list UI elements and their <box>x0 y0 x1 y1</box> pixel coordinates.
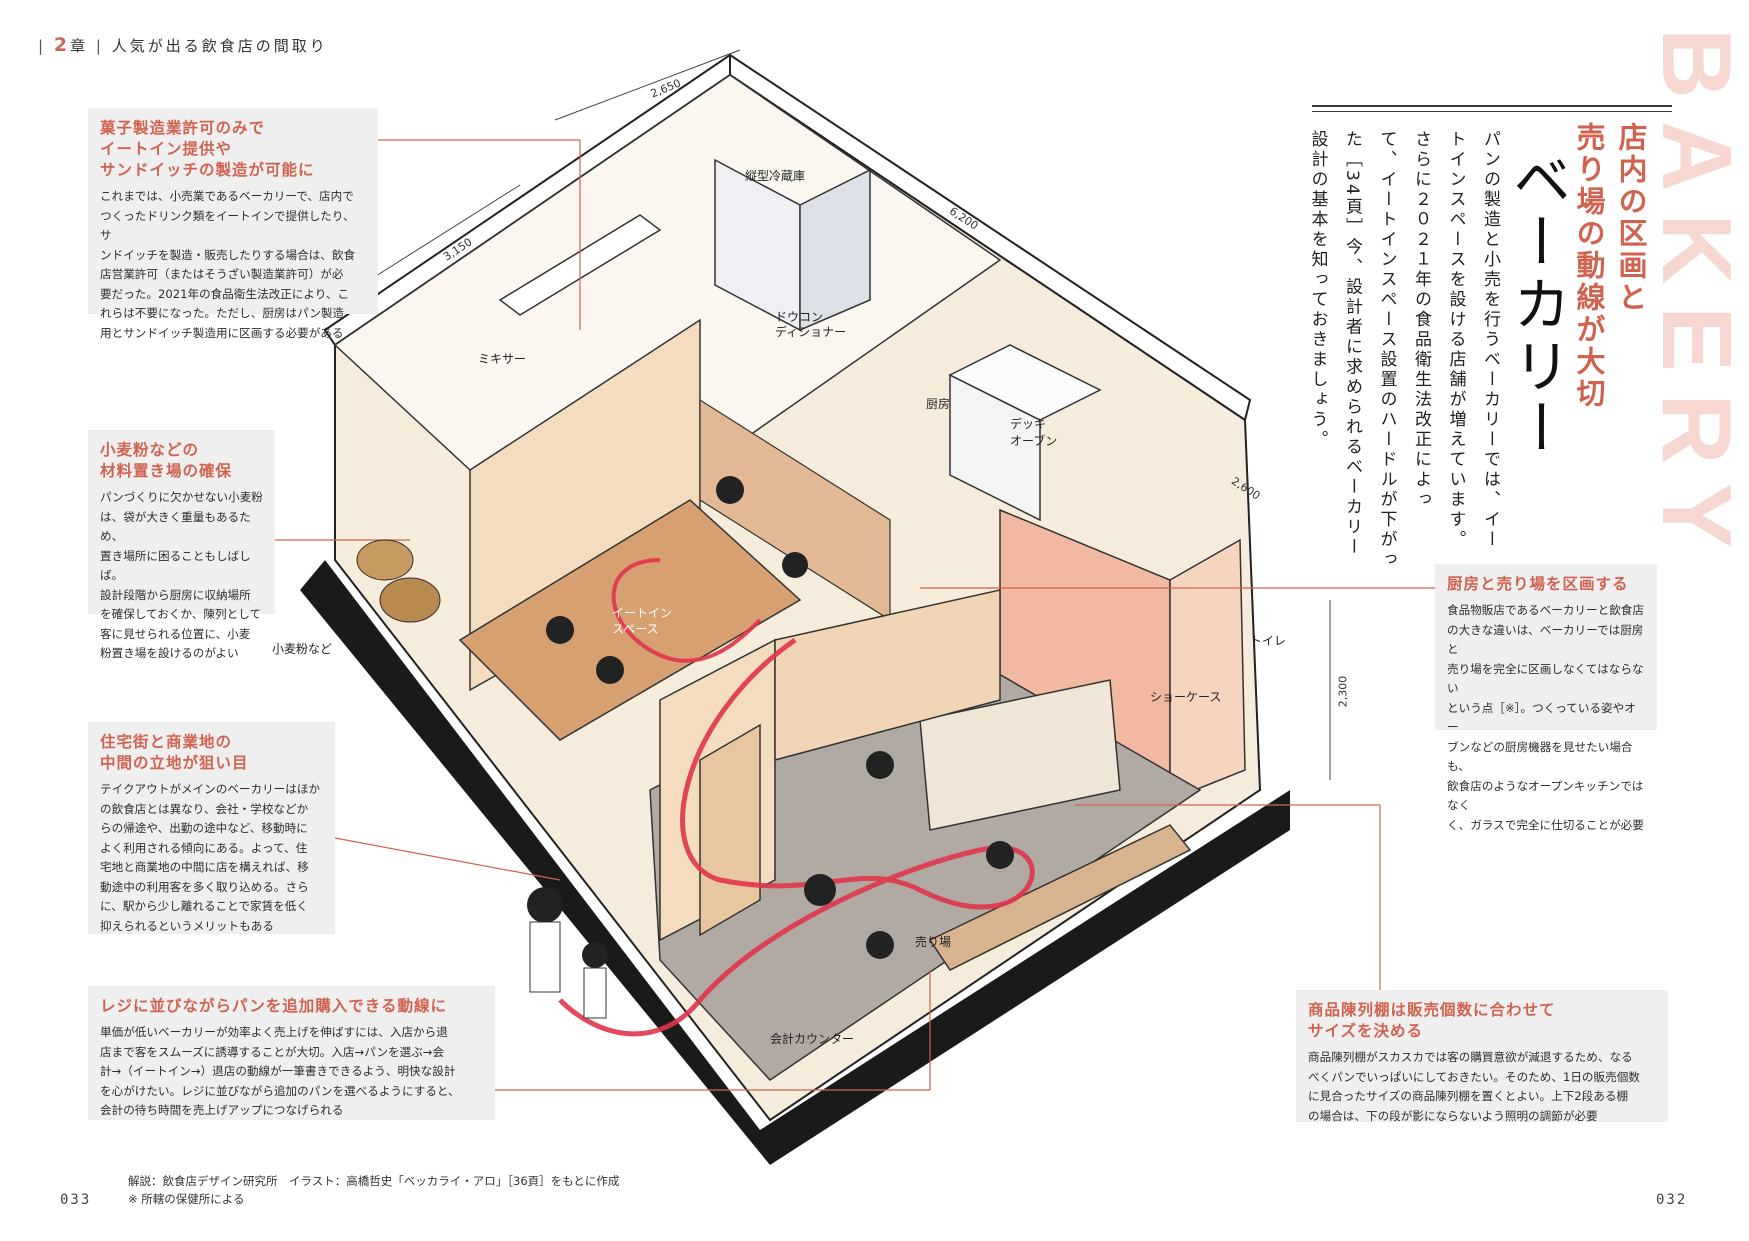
person-figure <box>529 921 561 993</box>
person-figure <box>582 942 608 968</box>
leader-line-c3 <box>334 837 561 881</box>
callout-display-shelf: 商品陳列棚は販売個数に合わせて サイズを決める 商品陳列棚がスカスカでは客の購買… <box>1296 990 1668 1123</box>
label-dough-conditioner: ドウコン ディショナー <box>775 310 847 339</box>
callout-confectionery-permit: 菓子製造業許可のみで イートイン提供や サンドイッチの製造が可能に これまでは、… <box>88 108 378 340</box>
display-shelf <box>928 824 1192 971</box>
running-header: | 2章 | 人気が出る飲食店の間取り <box>38 34 328 56</box>
flour-bag <box>356 539 414 581</box>
label-sales-floor: 売り場 <box>915 935 952 949</box>
callout-title: 菓子製造業許可のみで イートイン提供や サンドイッチの製造が可能に <box>100 119 315 179</box>
front-wall-right <box>774 589 1001 761</box>
dimension-line <box>554 49 741 121</box>
callout-kitchen-partition: 厨房と売り場を区画する 食品物販店であるベーカリーと飲食店 の大きな違いは、ベー… <box>1435 564 1657 832</box>
label-register: 会計カウンター <box>770 1032 855 1046</box>
oven-top <box>948 344 1102 421</box>
lead-text: パンの製造と小売を行うベーカリーでは、イー トインスペースを設ける店舗が増えてい… <box>1307 130 1501 570</box>
page-number-left: 033 <box>60 1192 92 1208</box>
bakery-watermark: BAKERY <box>1642 28 1749 571</box>
label-mixer: ミキサー <box>478 352 527 366</box>
flour-bag <box>379 577 441 623</box>
person-figure <box>782 552 808 578</box>
callout-title: 商品陳列棚は販売個数に合わせて サイズを決める <box>1308 1001 1556 1040</box>
callout-title: レジに並びながらパンを追加購入できる動線に <box>100 997 447 1015</box>
person-figure <box>866 931 894 959</box>
callout-title: 小麦粉などの 材料置き場の確保 <box>100 441 233 480</box>
door <box>699 723 761 937</box>
person-figure <box>866 751 894 779</box>
chapter-suffix: 章 <box>70 37 89 55</box>
showcase <box>919 679 1121 831</box>
running-title: 人気が出る飲食店の間取り <box>111 37 328 55</box>
person-figure <box>596 656 624 684</box>
title-rule-top-thin <box>1312 111 1672 112</box>
callout-body: 商品陳列棚がスカスカでは客の購買意欲が減退するため、なる べくパンでいっぱいにし… <box>1308 1050 1640 1123</box>
header-divider: | <box>95 37 104 55</box>
callout-title: 住宅街と商業地の 中間の立地が狙い目 <box>100 733 249 772</box>
eatin-flow-path <box>611 558 762 663</box>
label-fridge: 縦型冷蔵庫 <box>745 169 806 183</box>
footer-credits: 解説：飲食店デザイン研究所 イラスト：高橋哲史「ベッカライ・アロ」［36頁］をも… <box>128 1174 620 1206</box>
label-toilet: トイレ <box>1250 634 1287 648</box>
chapter-number: 2 <box>53 34 71 56</box>
callout-body: これまでは、小売業であるベーカリーで、店内で つくったドリンク類をイートインで提… <box>100 189 356 340</box>
header-divider: | <box>38 37 47 55</box>
person-figure <box>716 476 744 504</box>
person-figure <box>986 841 1014 869</box>
eatin-floor <box>458 499 802 741</box>
fridge-side <box>799 168 871 332</box>
callout-register-flow: レジに並びながらパンを追加購入できる動線に 単価が低いベーカリーが効率よく売上げ… <box>88 986 495 1120</box>
customer-flow-path <box>558 637 1035 1037</box>
subtitle: 店内の区画と 売り場の動線が大切 <box>1572 122 1648 410</box>
person-figure <box>804 874 836 906</box>
label-eatin: イートイン スペース <box>612 606 673 636</box>
label-flour: 小麦粉など <box>272 642 333 656</box>
person-figure <box>546 616 574 644</box>
person-figure <box>527 887 563 923</box>
main-title: ベーカリー <box>1503 150 1571 460</box>
label-deck-oven: デッキ オーブン <box>1010 417 1058 448</box>
callout-body: 単価が低いベーカリーが効率よく売上げを伸ばすには、入店から退 店まで客をスムーズ… <box>100 1025 460 1117</box>
person-figure <box>583 967 607 1019</box>
label-kitchen: 厨房 <box>926 397 951 411</box>
title-rule-top <box>1312 105 1672 107</box>
callout-title: 厨房と売り場を区画する <box>1447 575 1629 593</box>
page-number-right: 032 <box>1656 1192 1688 1208</box>
callout-body: パンづくりに欠かせない小麦粉 は、袋が大きく重量もあるため、 置き場所に困ること… <box>100 490 263 660</box>
label-showcase: ショーケース <box>1150 690 1222 704</box>
callout-body: テイクアウトがメインのベーカリーはほか の飲食店とは異なり、会社・学校などか ら… <box>100 782 321 933</box>
callout-flour-storage: 小麦粉などの 材料置き場の確保 パンづくりに欠かせない小麦粉 は、袋が大きく重量… <box>88 430 275 660</box>
toilet-wall-side <box>1169 538 1246 802</box>
callout-location: 住宅街と商業地の 中間の立地が狙い目 テイクアウトがメインのベーカリーはほか の… <box>88 722 335 934</box>
callout-body: 食品物販店であるベーカリーと飲食店 の大きな違いは、ベーカリーでは厨房と 売り場… <box>1447 603 1644 832</box>
dimension-2300: 2,300 <box>1336 675 1350 708</box>
